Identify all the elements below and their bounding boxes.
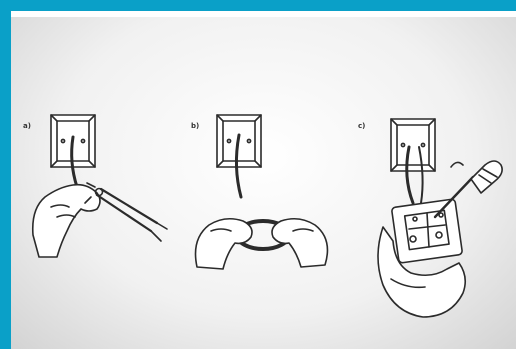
pliers-icon	[85, 183, 167, 241]
step-a-illustration	[33, 115, 167, 257]
wall-box-icon	[391, 119, 435, 171]
hand-icon	[272, 219, 327, 267]
step-b-illustration	[196, 115, 328, 269]
faceplate-icon	[391, 199, 462, 263]
illustration-panel: a) b) c)	[11, 17, 516, 349]
hand-icon	[33, 185, 100, 257]
step-c-illustration	[378, 119, 502, 317]
wiring-steps-illustration	[11, 17, 516, 349]
